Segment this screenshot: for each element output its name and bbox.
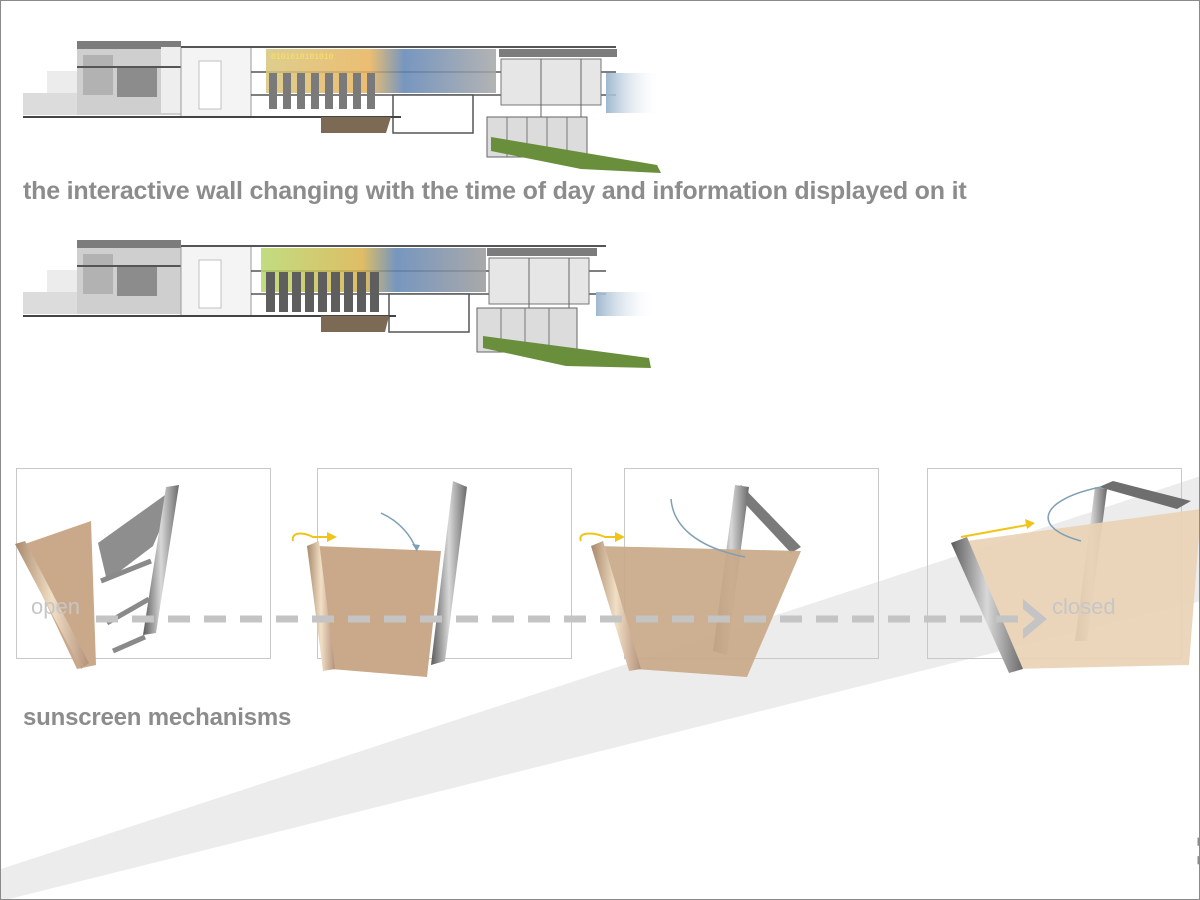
stage-2 (291, 481, 467, 677)
screen-display-text: 0101010101010 (271, 53, 334, 62)
open-label: open (31, 594, 80, 619)
mechanism-frame-1 (16, 468, 271, 659)
stage-3 (579, 485, 801, 677)
wall-caption: the interactive wall changing with the t… (23, 177, 967, 205)
building-elevation-evening (23, 240, 656, 368)
stage-4-closed (951, 481, 1199, 673)
sunscreen-caption: sunscreen mechanisms (23, 704, 292, 731)
facade-change-title: ://FACADE CHANGE (1185, 240, 1200, 897)
progression-arrowhead (1023, 599, 1047, 639)
building-elevation-day: 0101010101010 (23, 41, 661, 173)
closed-label: closed (1052, 594, 1116, 619)
stage-1-open (15, 485, 179, 669)
